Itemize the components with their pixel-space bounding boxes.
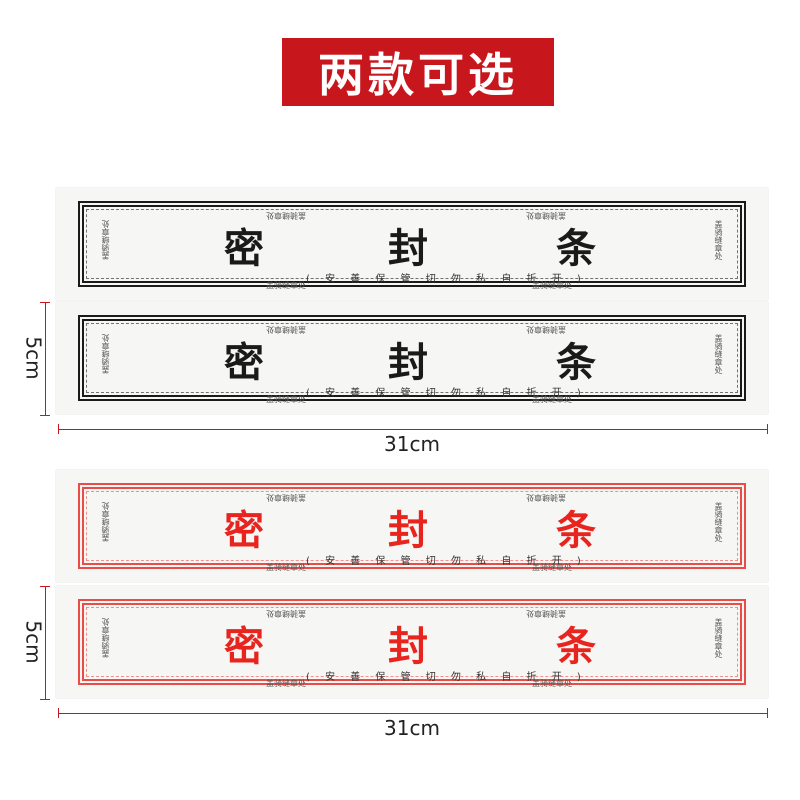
strip-frame xyxy=(78,599,746,685)
stamp-note: 盖骑缝章处 xyxy=(532,395,572,404)
seal-strip-red-2: 盖骑缝章处 盖骑缝章处 盖骑缝章处 盖骑缝章处 密 封 条 ( 安 善 保 管 … xyxy=(56,586,768,698)
strip-motto: ( 安 善 保 管 切 勿 私 自 折 开 ) xyxy=(306,274,587,285)
stamp-note: 盖骑缝章处 xyxy=(266,563,306,572)
stamp-note: 盖骑缝章处 xyxy=(714,502,723,542)
stamp-note: 盖骑缝章处 xyxy=(532,679,572,688)
title-char: 条 xyxy=(556,225,596,272)
title-char: 条 xyxy=(556,507,596,554)
title-char: 封 xyxy=(388,623,428,670)
stamp-note: 盖骑缝章处 xyxy=(532,281,572,290)
strip-frame xyxy=(78,201,746,287)
strip-title: 密 封 条 xyxy=(56,330,768,386)
strip-frame xyxy=(78,315,746,401)
seal-strip-red-1: 盖骑缝章处 盖骑缝章处 盖骑缝章处 盖骑缝章处 密 封 条 ( 安 善 保 管 … xyxy=(56,470,768,582)
strip-title: 密 封 条 xyxy=(56,614,768,670)
title-char: 条 xyxy=(556,623,596,670)
width-label: 31cm xyxy=(384,432,440,456)
stamp-note: 盖骑缝章处 xyxy=(714,618,723,658)
width-dimension-line xyxy=(58,424,768,434)
title-char: 密 xyxy=(224,623,264,670)
stamp-note: 盖骑缝章处 xyxy=(266,395,306,404)
strip-motto: ( 安 善 保 管 切 勿 私 自 折 开 ) xyxy=(306,388,587,399)
title-char: 密 xyxy=(224,339,264,386)
stamp-note: 盖骑缝章处 xyxy=(714,334,723,374)
stamp-note: 盖骑缝章处 xyxy=(714,220,723,260)
title-char: 封 xyxy=(388,339,428,386)
strip-title: 密 封 条 xyxy=(56,216,768,272)
seal-strip-black-1: 盖骑缝章处 盖骑缝章处 盖骑缝章处 盖骑缝章处 密 封 条 ( 安 善 保 管 … xyxy=(56,188,768,300)
title-char: 密 xyxy=(224,507,264,554)
width-dimension-line xyxy=(58,708,768,718)
stamp-note: 盖骑缝章处 xyxy=(266,679,306,688)
height-label: 5cm xyxy=(21,620,46,664)
title-char: 条 xyxy=(556,339,596,386)
stamp-note: 盖骑缝章处 xyxy=(266,281,306,290)
stamp-note: 盖骑缝章处 xyxy=(532,563,572,572)
title-char: 密 xyxy=(224,225,264,272)
title-char: 封 xyxy=(388,507,428,554)
title-char: 封 xyxy=(388,225,428,272)
strip-title: 密 封 条 xyxy=(56,498,768,554)
strip-motto: ( 安 善 保 管 切 勿 私 自 折 开 ) xyxy=(306,556,587,567)
height-label: 5cm xyxy=(21,336,46,380)
strip-frame xyxy=(78,483,746,569)
height-dimension-line xyxy=(40,302,50,416)
title-banner: 两款可选 xyxy=(282,38,554,106)
width-label: 31cm xyxy=(384,716,440,740)
strip-motto: ( 安 善 保 管 切 勿 私 自 折 开 ) xyxy=(306,672,587,683)
height-dimension-line xyxy=(40,586,50,700)
seal-strip-black-2: 盖骑缝章处 盖骑缝章处 盖骑缝章处 盖骑缝章处 密 封 条 ( 安 善 保 管 … xyxy=(56,302,768,414)
